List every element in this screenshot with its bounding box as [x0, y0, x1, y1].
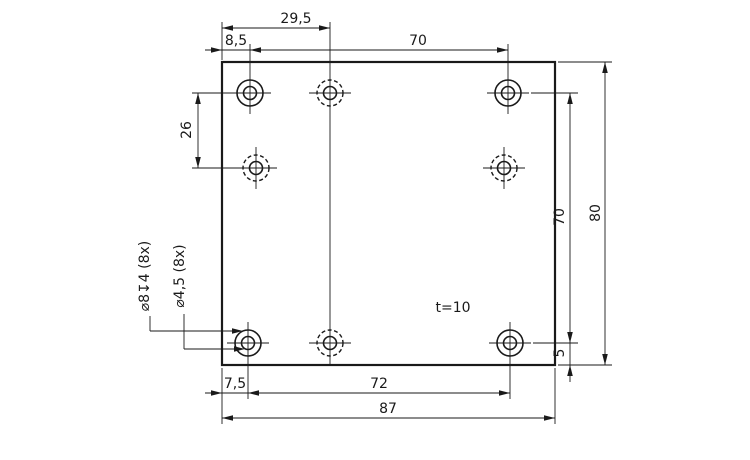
dimension-26: 26	[179, 93, 201, 168]
dim-label-87: 87	[379, 401, 397, 417]
callout-counterbore: ⌀8↧4 (8x)	[137, 241, 243, 334]
dimension-8-5: 8,5	[205, 33, 247, 53]
arrowhead	[567, 365, 573, 376]
arrowhead	[319, 25, 330, 31]
dimension-80: 80	[588, 62, 608, 365]
arrowhead	[602, 354, 608, 365]
dimension-5: 5	[552, 349, 573, 376]
dim-label-29-5: 29,5	[280, 11, 311, 27]
arrowhead	[195, 157, 201, 168]
arrowhead	[567, 93, 573, 104]
extension-lines	[192, 22, 612, 424]
hole-top-left	[229, 79, 271, 107]
hole-top-right	[487, 79, 529, 107]
arrowhead	[222, 25, 233, 31]
hole-bottom-right	[489, 322, 531, 399]
plate	[220, 60, 557, 367]
dim-label-70-right: 70	[552, 208, 568, 226]
dim-label-80: 80	[588, 204, 604, 222]
dim-label-72: 72	[370, 376, 388, 392]
callout-drill: ⌀4,5 (8x)	[172, 244, 245, 352]
callout-label-counterbore: ⌀8↧4 (8x)	[137, 241, 153, 312]
arrowhead	[211, 390, 222, 396]
dimension-87: 87	[222, 401, 555, 421]
arrowhead	[567, 332, 573, 343]
holes	[227, 79, 531, 399]
arrowhead	[222, 415, 233, 421]
arrowhead	[602, 62, 608, 73]
arrowhead	[232, 328, 243, 334]
hole-bottom-left	[227, 322, 269, 399]
dimension-70-top: 70	[222, 33, 508, 53]
arrowhead	[250, 47, 261, 53]
dim-label-8-5: 8,5	[225, 33, 247, 49]
hole-bottom-middle	[309, 329, 351, 357]
dimension-29-5: 29,5	[222, 11, 330, 31]
thickness-note: t=10	[435, 300, 470, 316]
thickness-label: t=10	[435, 300, 470, 316]
callout-label-drill: ⌀4,5 (8x)	[172, 244, 188, 307]
plate-outline	[220, 60, 557, 367]
dim-label-70-top: 70	[409, 33, 427, 49]
arrowhead	[499, 390, 510, 396]
dim-label-7-5: 7,5	[224, 376, 246, 392]
hole-top-middle	[309, 79, 351, 107]
arrowhead	[248, 390, 259, 396]
arrowhead	[544, 415, 555, 421]
arrowhead	[497, 47, 508, 53]
dim-label-26: 26	[179, 121, 195, 139]
dimension-7-5: 7,5	[205, 376, 246, 396]
dimension-70-right: 70	[552, 93, 573, 382]
arrowhead	[195, 93, 201, 104]
hole-row2-left	[235, 147, 277, 189]
hole-row2-right	[483, 147, 525, 189]
arrowhead	[211, 47, 222, 53]
arrowhead	[234, 346, 245, 352]
dim-label-5: 5	[552, 349, 568, 358]
dimension-72: 72	[222, 376, 510, 396]
